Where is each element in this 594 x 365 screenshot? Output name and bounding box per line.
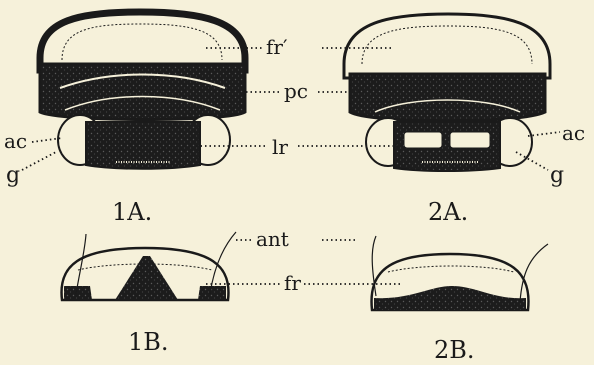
caption-1a: 1A.: [112, 198, 152, 226]
fig1b-base-right: [198, 286, 226, 300]
label-pc: pc: [284, 79, 308, 103]
label-g-left: g: [6, 163, 20, 188]
fig1a-postclypeus: [40, 64, 245, 120]
fig2a-labrum-window-left: [404, 132, 442, 148]
fig1b-base-left: [64, 286, 92, 300]
figure-2a: [344, 14, 550, 171]
label-ant: ant: [256, 227, 289, 251]
fig2a-postclypeus: [350, 74, 545, 121]
leader-ac-right: [528, 132, 560, 136]
label-fr-prime: fr′: [266, 35, 288, 59]
caption-2a: 2A.: [428, 198, 468, 226]
label-g-right: g: [550, 163, 564, 188]
label-ac-right: ac: [562, 121, 585, 145]
fig1a-frons: [40, 12, 245, 70]
label-lr: lr: [272, 135, 288, 159]
figure-1b: [62, 232, 236, 300]
label-fr: fr: [284, 271, 301, 295]
fig2a-labrum-window-right: [450, 132, 490, 148]
caption-1b: 1B.: [128, 328, 169, 356]
figure-2b: [372, 236, 548, 310]
caption-2b: 2B.: [434, 336, 475, 364]
label-ac-left: ac: [4, 129, 27, 153]
fig1a-labrum: [86, 122, 200, 169]
fig2a-frons: [344, 14, 550, 78]
leader-g-left: [22, 152, 56, 170]
